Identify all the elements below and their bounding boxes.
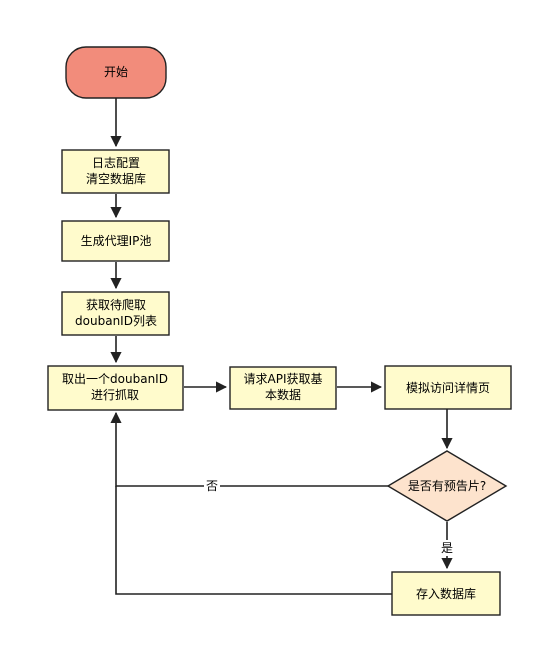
yes-label-bg [439, 540, 455, 556]
get-list-label-line2: doubanID列表 [75, 314, 157, 328]
log-config-label-line1: 日志配置 [92, 156, 140, 170]
api-node: 请求API获取基 本数据 [229, 366, 337, 410]
save-db-node: 存入数据库 [391, 571, 501, 616]
no-label-bg [204, 478, 220, 494]
has-trailer-label: 是否有预告片? [408, 479, 486, 493]
api-label-line1: 请求API获取基 [244, 372, 323, 386]
save-db-label: 存入数据库 [416, 586, 476, 601]
edge-label-yes: 是 [441, 541, 453, 555]
visit-detail-node: 模拟访问详情页 [384, 365, 512, 410]
get-list-node: 获取待爬取 doubanID列表 [61, 291, 170, 336]
take-one-label-line1: 取出一个doubanID [62, 372, 168, 386]
edges [110, 98, 453, 595]
get-list-label-line1: 获取待爬取 [86, 298, 146, 312]
has-trailer-decision: 是否有预告片? [386, 450, 508, 522]
edge-label-no: 否 [206, 479, 218, 493]
edge-save-to-loop [115, 486, 392, 595]
edge-decision-no-to-take-one [110, 411, 389, 487]
take-one-node: 取出一个doubanID 进行抓取 [47, 365, 184, 411]
gen-proxy-node: 生成代理IP池 [61, 220, 170, 262]
start-node: 开始 [65, 46, 167, 99]
take-one-label-line2: 进行抓取 [91, 388, 139, 402]
api-label-line2: 本数据 [265, 387, 301, 402]
start-label: 开始 [104, 65, 128, 79]
log-config-label-line2: 清空数据库 [86, 171, 146, 186]
log-config-node: 日志配置 清空数据库 [61, 149, 170, 194]
visit-detail-label: 模拟访问详情页 [406, 380, 490, 395]
gen-proxy-label: 生成代理IP池 [81, 234, 152, 248]
